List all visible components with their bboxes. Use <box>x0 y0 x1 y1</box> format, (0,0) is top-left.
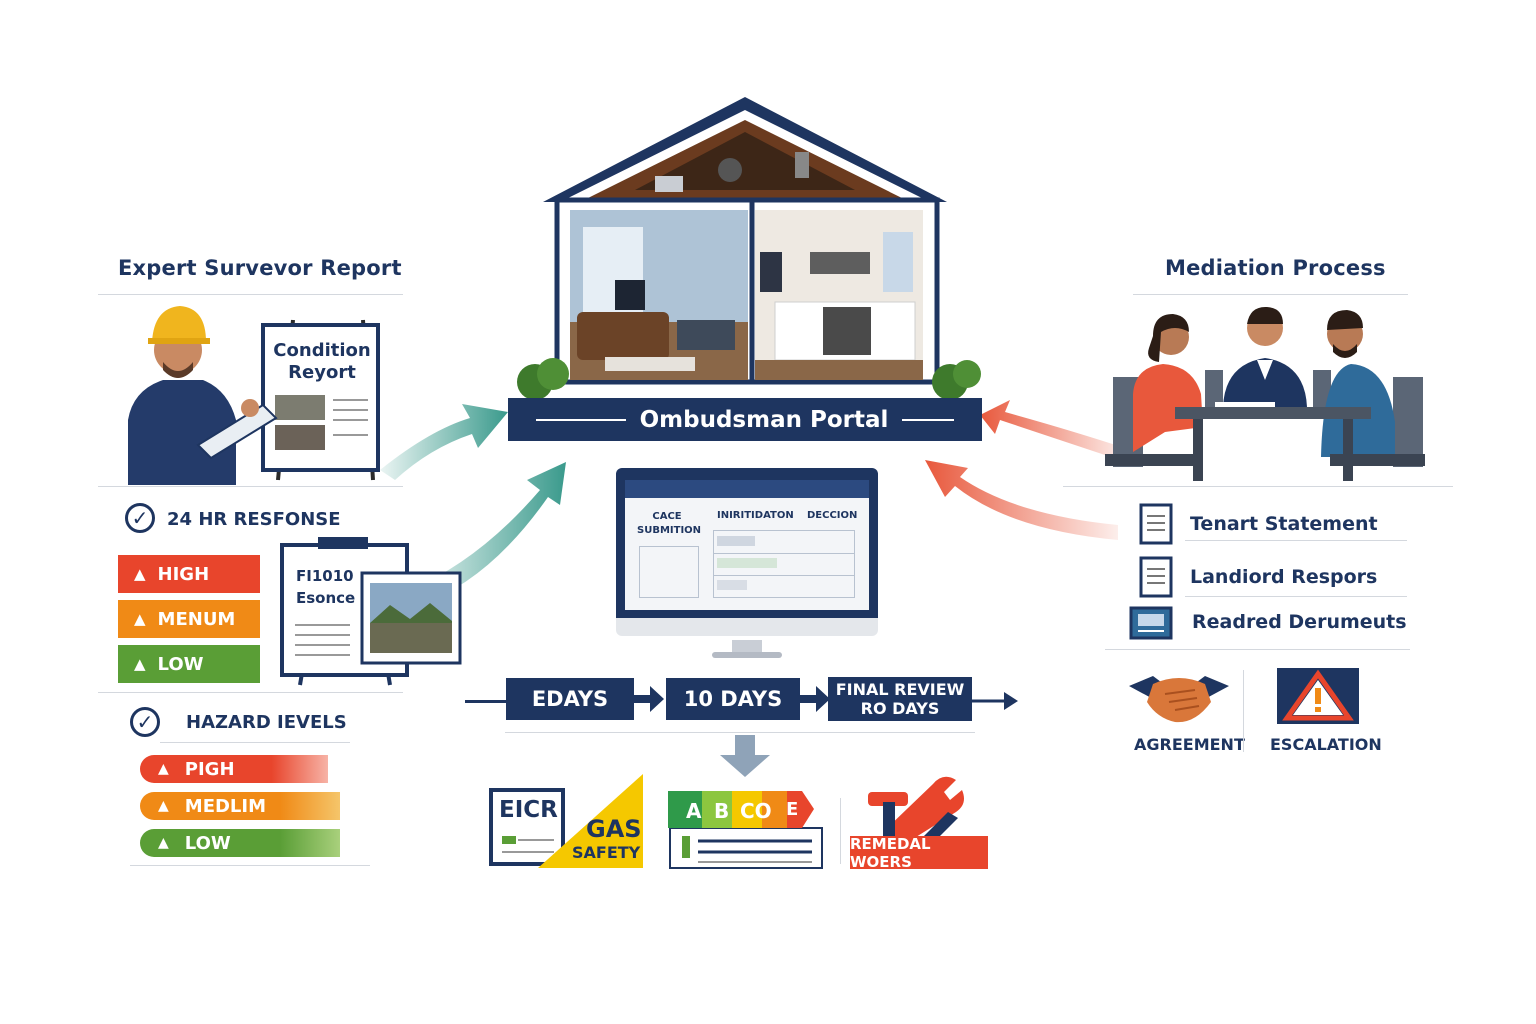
epc-letter-e: E <box>786 799 799 820</box>
divider <box>1105 649 1410 650</box>
doc-label: Readred Derumeuts <box>1192 611 1407 633</box>
arrow-mediation-to-portal <box>980 400 1125 460</box>
evidence-folder-illustration <box>280 537 462 686</box>
priority-medium: ▲MENUM <box>118 600 260 638</box>
warning-icon: ▲ <box>134 610 146 628</box>
evidence-text: FI1010 Esonce <box>296 567 356 607</box>
banner-line-right <box>902 418 955 421</box>
response-label: 24 HR RESFONSE <box>167 509 341 530</box>
doc-label: Tenart Statement <box>1190 513 1378 535</box>
divider-vertical <box>840 798 841 864</box>
hazard-medium: ▲MEDLIM <box>140 792 340 820</box>
monitor-icon: CACE SUBMITION INIRITIDATON DECCION <box>616 468 878 636</box>
epc-letter-a: A <box>686 799 702 823</box>
document-icon <box>1129 606 1173 640</box>
divider <box>1185 596 1407 597</box>
screen-header <box>625 480 869 498</box>
arrow-down-icon <box>720 735 770 777</box>
divider <box>1185 540 1407 541</box>
warning-icon <box>1282 669 1354 721</box>
divider <box>98 692 403 693</box>
hazard-low: ▲LOW <box>140 829 340 857</box>
surveyor-illustration <box>128 306 380 485</box>
warning-icon: ▲ <box>134 565 146 583</box>
screen-bar <box>717 536 755 546</box>
mediation-title: Mediation Process <box>1165 256 1386 280</box>
epc-letter-c: CO <box>740 799 772 823</box>
banner-line-left <box>535 418 626 421</box>
warning-icon: ▲ <box>158 798 169 814</box>
step-days-2: 10 DAYS <box>666 678 800 720</box>
survey-title: Expert Survevor Report <box>118 256 402 280</box>
gas-label: GAS <box>586 815 642 843</box>
escalation-panel <box>1277 668 1359 724</box>
epc-rating-graphic <box>668 791 823 869</box>
warning-icon: ▲ <box>134 655 146 673</box>
doc-required-documents: Readred Derumeuts <box>1128 602 1407 642</box>
divider-vertical <box>1243 670 1244 752</box>
arrow-right-icon <box>634 686 664 712</box>
remedial-works-label: REMEDAL WOERS <box>850 834 931 871</box>
warning-icon: ▲ <box>158 761 169 777</box>
doc-tenant-statement: Tenart Statement <box>1138 502 1378 546</box>
monitor-col-decision: DECCION <box>807 510 858 521</box>
doc-label: Landiord Respors <box>1190 566 1378 588</box>
document-icon <box>1139 503 1173 545</box>
escalation-label: ESCALATION <box>1270 735 1382 754</box>
monitor-chin <box>616 618 878 636</box>
condition-report-board-text: Condition Reyort <box>273 340 371 383</box>
divider <box>130 865 370 866</box>
step-final-review: FINAL REVIEW RO DAYS <box>828 677 972 721</box>
divider <box>505 732 975 733</box>
arrow-right-icon <box>800 686 830 712</box>
arrow-right-icon <box>970 692 1018 710</box>
document-icon <box>1139 556 1173 598</box>
wrench-icon <box>868 776 964 842</box>
divider <box>1133 294 1408 295</box>
monitor-screen: CACE SUBMITION INIRITIDATON DECCION <box>625 480 869 610</box>
step-days-1: EDAYS <box>506 678 634 720</box>
screen-bar <box>717 580 747 590</box>
handshake-icon <box>1129 676 1229 723</box>
hazard-title: HAZARD IEVELS <box>186 712 347 733</box>
monitor-base <box>712 652 782 658</box>
check-icon: ✓ <box>125 503 155 533</box>
screen-list <box>639 546 699 598</box>
priority-low: ▲LOW <box>118 645 260 683</box>
monitor-col-case: CACE SUBMITION <box>637 511 702 536</box>
hazard-high: ▲PIGH <box>140 755 328 783</box>
eicr-label: EICR <box>499 797 558 823</box>
agreement-label: AGREEMENT <box>1134 735 1245 754</box>
mediation-meeting-illustration <box>1105 306 1425 481</box>
warning-icon: ▲ <box>158 835 169 851</box>
monitor-stand <box>732 640 762 654</box>
divider <box>98 486 403 487</box>
epc-letter-b: B <box>714 799 730 823</box>
house-icon <box>517 97 981 400</box>
screen-bar <box>717 558 777 568</box>
step-final-review-line2: RO DAYS <box>860 699 940 718</box>
divider <box>160 742 350 743</box>
priority-high: ▲HIGH <box>118 555 260 593</box>
doc-landlord-response: Landiord Respors <box>1138 555 1377 599</box>
timeline-line <box>465 700 507 703</box>
divider <box>1063 486 1453 487</box>
remedial-works-banner: REMEDAL WOERS <box>850 834 988 871</box>
portal-banner: Ombudsman Portal <box>508 398 982 441</box>
safety-label: SAFETY <box>572 843 641 862</box>
step-final-review-line1: FINAL REVIEW <box>835 680 965 699</box>
arrow-survey-to-portal <box>380 404 508 480</box>
portal-label: Ombudsman Portal <box>639 406 889 433</box>
monitor-col-initiation: INIRITIDATON <box>717 510 794 521</box>
arrow-documents-to-portal <box>925 460 1118 540</box>
check-icon: ✓ <box>130 707 160 737</box>
divider <box>98 294 403 295</box>
eicr-certificate <box>489 774 643 868</box>
